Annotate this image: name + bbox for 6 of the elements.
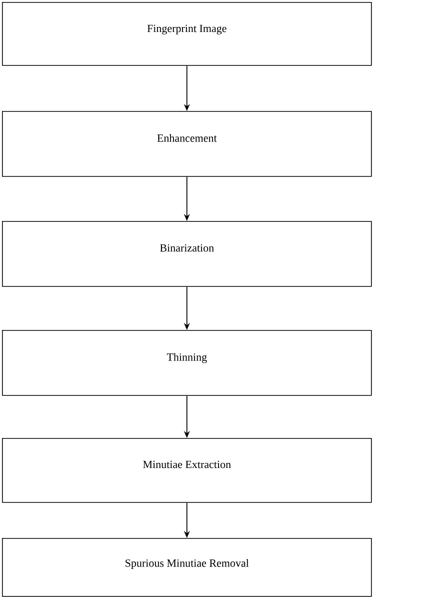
process-box: Enhancement xyxy=(2,111,372,177)
process-box: Binarization xyxy=(2,221,372,287)
process-box: Thinning xyxy=(2,330,372,396)
process-box: Fingerprint Image xyxy=(2,2,372,66)
process-box: Spurious Minutiae Removal xyxy=(2,538,372,597)
process-box: Minutiae Extraction xyxy=(2,438,372,503)
